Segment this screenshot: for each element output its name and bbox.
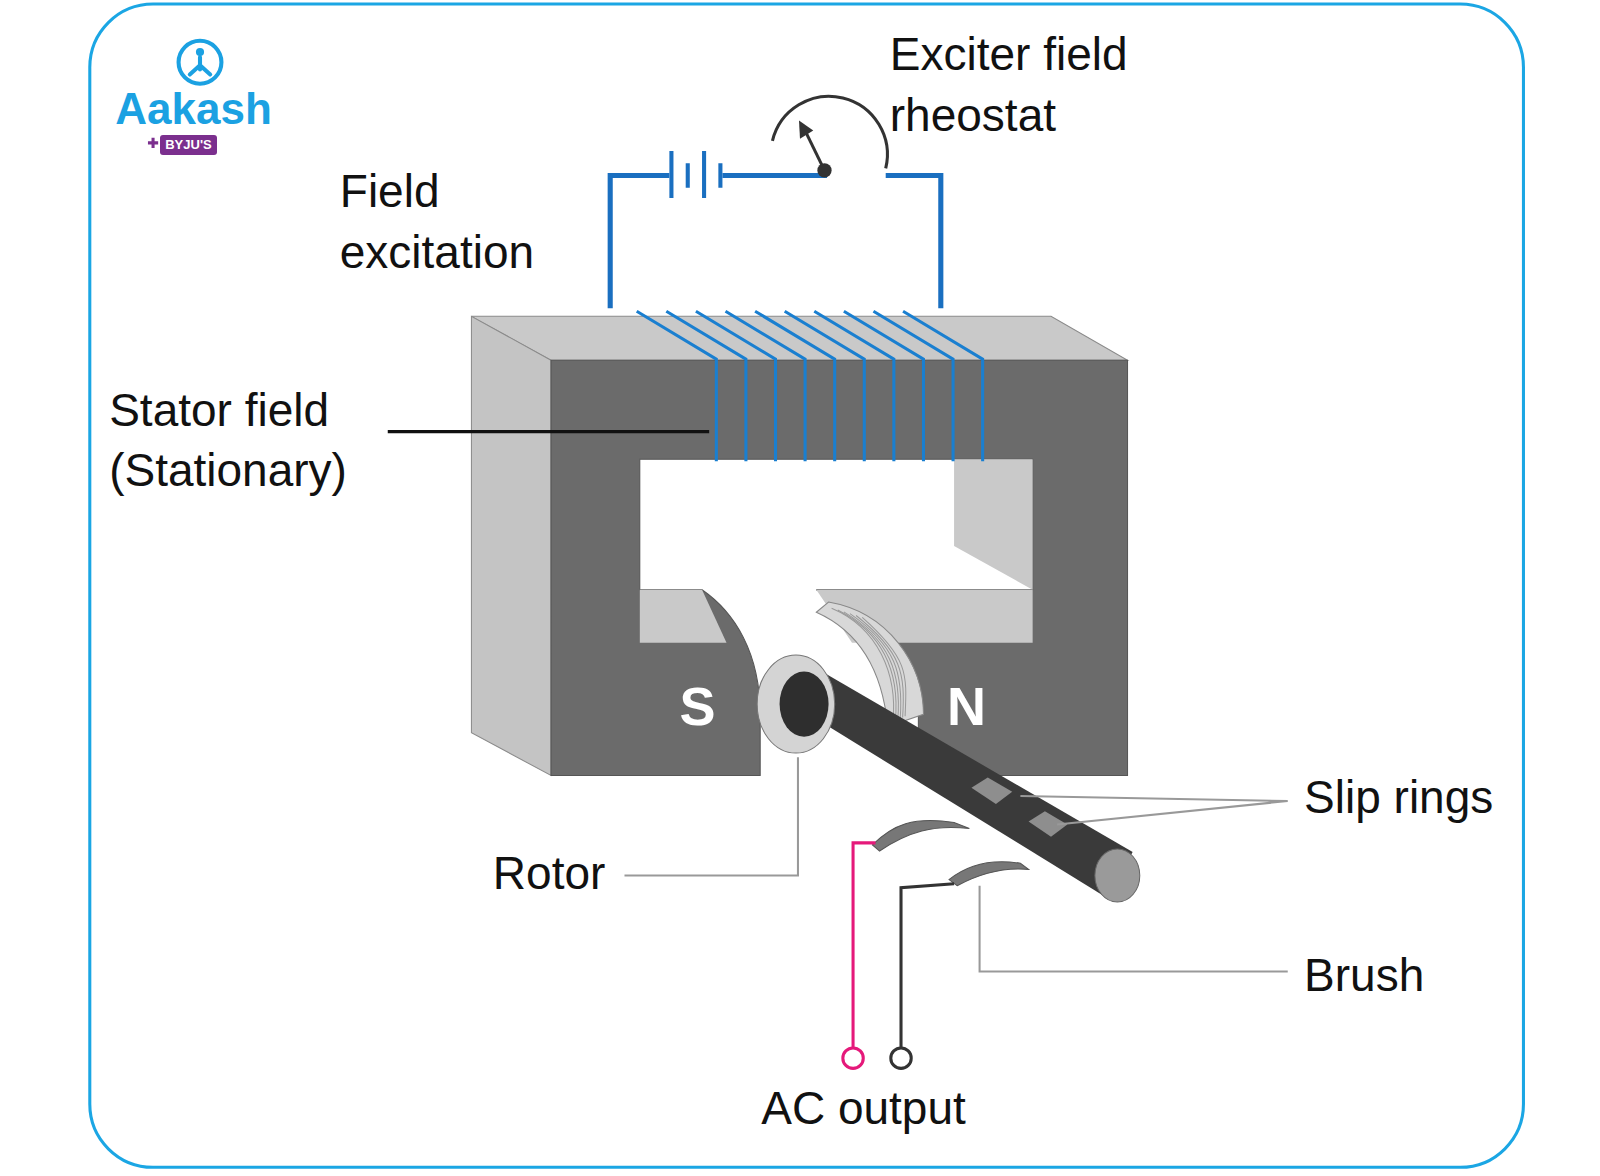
brush: [949, 862, 1029, 886]
drawing-part: [817, 163, 831, 177]
part-label: Slip rings: [1304, 767, 1493, 828]
logo-wordmark: Aakash: [115, 80, 272, 138]
output-terminal: [843, 1048, 863, 1068]
shaft-end: [1095, 849, 1140, 902]
leader-line: [624, 757, 797, 875]
frame: [90, 4, 1524, 1167]
drawing-part: [190, 57, 210, 74]
generator-drawing: [90, 4, 1524, 1167]
excitation-circuit: [610, 151, 941, 308]
wire: [886, 176, 941, 309]
wire: [722, 170, 824, 175]
part-label: Field excitation: [340, 161, 605, 282]
drawing-part: [196, 48, 204, 56]
drawing-part: [179, 41, 222, 84]
leader-line: [980, 886, 1288, 972]
output-wire: [853, 843, 875, 1047]
slip-ring: [971, 778, 1012, 805]
pole-label: N: [947, 671, 986, 742]
brush: [872, 820, 969, 851]
rotor-coil-end: [757, 655, 835, 753]
drawing-part: [148, 138, 158, 148]
part-label: Stator field (Stationary): [109, 380, 390, 501]
part-label: AC output: [761, 1078, 966, 1139]
leader-line: [388, 430, 709, 433]
rheostat-symbol: [772, 96, 887, 177]
part-label: Exciter field rheostat: [890, 24, 1196, 145]
coil-turn: [903, 311, 983, 461]
part-label: Brush: [1304, 945, 1424, 1006]
inner-wall: [954, 459, 1033, 590]
core-side-face: [471, 316, 551, 775]
logo-badge: BYJU'S: [160, 135, 216, 155]
field-coil: [637, 311, 983, 461]
battery-plate: [688, 163, 721, 187]
drawing-part: [772, 96, 887, 168]
rotor: [757, 602, 1140, 902]
pole-label: S: [680, 671, 716, 742]
rotor-core-end: [780, 671, 829, 736]
pole-face-left: [640, 590, 727, 643]
stator-core: [471, 316, 1127, 775]
output-wire: [901, 884, 954, 1047]
output-terminal: [891, 1048, 911, 1068]
drawing-part: [799, 120, 813, 138]
leader-line: [1020, 796, 1287, 825]
wire: [610, 176, 669, 309]
part-label: Rotor: [493, 843, 605, 904]
